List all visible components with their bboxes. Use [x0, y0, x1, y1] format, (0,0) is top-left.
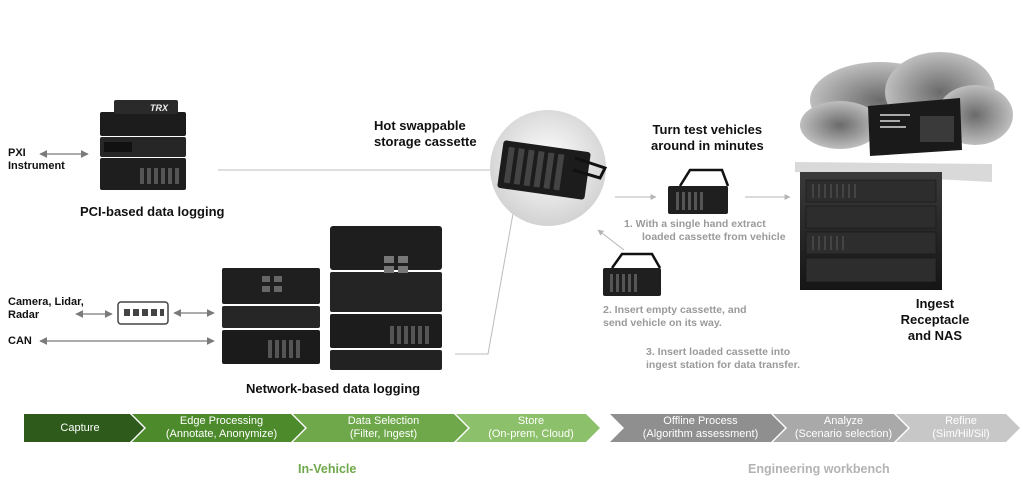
cassette-arrow-3	[597, 229, 625, 251]
svg-text:TRX: TRX	[150, 103, 169, 113]
step-2-line2: send vehicle on its way.	[603, 317, 722, 329]
cassette-unit-2	[603, 252, 662, 296]
pipeline-chevrons	[24, 414, 1020, 442]
cassette-unit-1	[668, 168, 730, 214]
pipeline-stage-text: Refine(Sim/Hil/Sil)	[910, 414, 1012, 442]
pipeline-stage-subtitle: (Algorithm assessment)	[642, 428, 759, 440]
step-1-line1: 1. With a single hand extract	[624, 218, 766, 230]
hot-swap-line1: Hot swappable	[374, 118, 466, 133]
pipeline-stage-text: Data Selection(Filter, Ingest)	[307, 414, 460, 442]
pxi-label-line1: PXI	[8, 147, 26, 159]
pipeline-stage-title: Store	[517, 415, 545, 427]
pipeline-stage-analyze	[773, 414, 908, 442]
pipeline-stage-text: Analyze(Scenario selection)	[787, 414, 900, 442]
nas-rack	[795, 162, 992, 290]
sensors-label-line2: Radar	[8, 309, 40, 321]
turn-line1: Turn test vehicles	[652, 122, 763, 137]
pipeline-stage-subtitle: (Scenario selection)	[794, 428, 893, 440]
pipeline-stage-offline-process	[610, 414, 785, 442]
pipeline-stage-data-selection	[293, 414, 468, 442]
pipeline-stage-refine	[896, 414, 1020, 442]
pipeline-stage-title: Edge Processing	[179, 415, 264, 427]
turn-line2: around in minutes	[651, 138, 764, 153]
pipeline-stage-text: Capture	[24, 414, 136, 442]
hot-swap-line2: storage cassette	[374, 134, 477, 149]
sensors-label: Camera, Lidar, Radar	[8, 296, 84, 322]
pxi-label: PXI Instrument	[8, 147, 65, 173]
pipeline-stage-title: Refine	[945, 415, 977, 427]
network-logger-large	[330, 226, 442, 370]
monitor-screen	[868, 98, 962, 156]
pxi-label-line2: Instrument	[8, 160, 65, 172]
can-label: CAN	[8, 335, 32, 347]
ethernet-switch-icon	[117, 301, 169, 325]
cassette-closeup	[490, 110, 608, 226]
pipeline-stage-title: Capture	[60, 421, 100, 434]
step-1-line2: loaded cassette from vehicle	[642, 231, 786, 243]
pipeline-stage-title: Offline Process	[663, 415, 738, 427]
step-2-line1: 2. Insert empty cassette, and	[603, 304, 747, 316]
hot-swap-label: Hot swappable storage cassette	[374, 118, 477, 150]
ingest-line1: Ingest Receptacle	[900, 296, 970, 327]
pipeline-stage-subtitle: (Filter, Ingest)	[349, 428, 418, 440]
ingest-line2: and NAS	[907, 328, 963, 343]
network-to-cassette-line	[455, 207, 517, 355]
engineering-workbench-label: Engineering workbench	[748, 462, 890, 476]
network-logger-small	[222, 268, 320, 364]
step-3-text: 3. Insert loaded cassette into ingest st…	[646, 346, 800, 372]
pipeline-stage-subtitle: (Annotate, Anonymize)	[165, 428, 278, 440]
pipeline-stage-capture	[24, 414, 144, 442]
pipeline-stage-text: Store(On-prem, Cloud)	[470, 414, 592, 442]
step-3-line1: 3. Insert loaded cassette into	[646, 346, 791, 358]
pipeline-stage-title: Analyze	[823, 415, 864, 427]
step-3-line2: ingest station for data transfer.	[646, 359, 801, 371]
pipeline-stage-text: Offline Process(Algorithm assessment)	[624, 414, 777, 442]
step-1-text: 1. With a single hand extract loaded cas…	[624, 218, 786, 244]
sensors-label-line1: Camera, Lidar,	[8, 296, 84, 308]
pci-logger-unit: TRX	[100, 100, 186, 190]
in-vehicle-label: In-Vehicle	[298, 462, 357, 476]
pipeline-stage-subtitle: (On-prem, Cloud)	[488, 428, 574, 440]
pci-caption: PCI-based data logging	[80, 204, 225, 219]
pipeline-stage-title: Data Selection	[347, 415, 420, 427]
ingest-label: Ingest Receptacle and NAS	[880, 296, 990, 344]
pipeline-stage-store	[456, 414, 600, 442]
pipeline-stage-text: Edge Processing(Annotate, Anonymize)	[146, 414, 297, 442]
step-2-text: 2. Insert empty cassette, and send vehic…	[603, 304, 747, 330]
turn-vehicles-label: Turn test vehicles around in minutes	[651, 122, 764, 154]
pipeline-stage-subtitle: (Sim/Hil/Sil)	[932, 428, 990, 440]
network-caption: Network-based data logging	[246, 381, 421, 396]
pipeline-stage-edge-processing	[132, 414, 305, 442]
